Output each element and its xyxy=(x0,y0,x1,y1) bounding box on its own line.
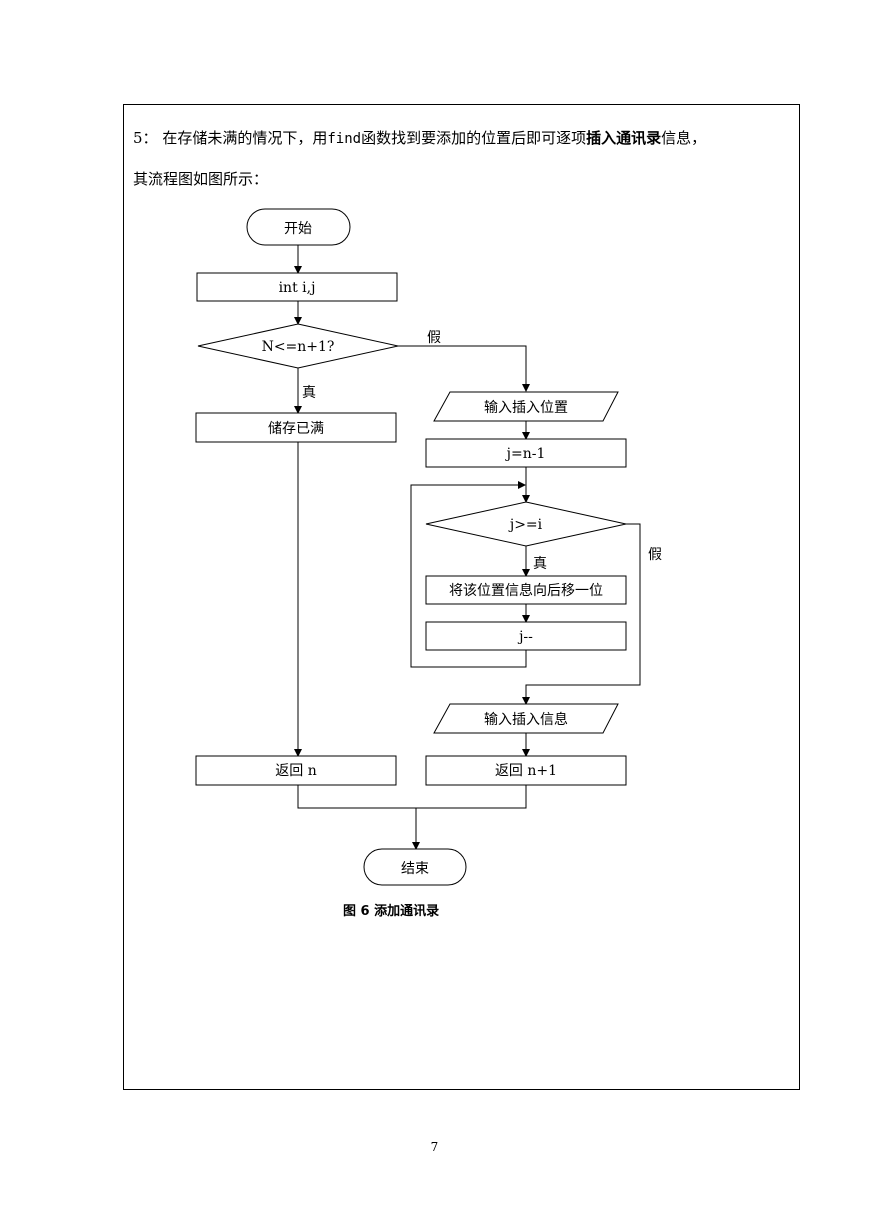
page-number: 7 xyxy=(430,1140,439,1154)
cond2-label: j>=i xyxy=(508,517,543,533)
cond1-label: N<=n+1? xyxy=(262,339,335,355)
arrow-cond1-false xyxy=(398,345,530,392)
intro-code: find xyxy=(327,131,362,147)
return-n1-box xyxy=(425,755,627,786)
return-n-label: 返回 n xyxy=(275,763,316,779)
return-n1-label: 返回 n+1 xyxy=(495,763,557,779)
intro-part3: 信息， xyxy=(661,129,707,147)
intro-paragraph: 5： 在存储未满的情况下，用find函数找到要添加的位置后即可逐项插入通讯录信息… xyxy=(133,118,793,199)
merge-line xyxy=(297,785,527,809)
figure-caption: 图 6 添加通讯录 xyxy=(343,904,440,919)
input-pos-parallelogram xyxy=(433,391,619,422)
content-frame xyxy=(123,104,800,1090)
shift-box xyxy=(425,575,627,605)
decl-box xyxy=(196,272,398,302)
intro-prefix: 5： xyxy=(133,129,158,147)
shift-label: 将该位置信息向后移一位 xyxy=(449,582,603,599)
false2-label: 假 xyxy=(648,547,662,563)
input-info-label: 输入插入信息 xyxy=(484,711,568,728)
true1-label: 真 xyxy=(302,385,316,401)
arrow-loop-back xyxy=(410,481,527,668)
intro-bold: 插入通讯录 xyxy=(586,129,662,147)
input-info-parallelogram xyxy=(433,703,619,734)
end-label: 结束 xyxy=(401,861,429,877)
start-label: 开始 xyxy=(284,221,312,237)
decrement-label: j-- xyxy=(517,629,533,645)
decrement-box xyxy=(425,621,627,651)
intro-line2: 其流程图如图所示： xyxy=(133,170,269,188)
true2-label: 真 xyxy=(533,556,547,572)
assign-label: j=n-1 xyxy=(505,446,546,462)
arrow-cond2-false xyxy=(522,523,641,705)
assign-box xyxy=(425,438,627,468)
decl-label: int i,j xyxy=(279,280,316,296)
return-n-box xyxy=(195,755,397,786)
intro-part1: 在存储未满的情况下，用 xyxy=(162,129,328,147)
full-box xyxy=(195,412,397,443)
false1-label: 假 xyxy=(427,330,441,346)
end-terminator xyxy=(363,848,467,886)
intro-part2: 函数找到要添加的位置后即可逐项 xyxy=(361,129,587,147)
full-label: 储存已满 xyxy=(268,421,324,437)
input-pos-label: 输入插入位置 xyxy=(484,400,568,416)
